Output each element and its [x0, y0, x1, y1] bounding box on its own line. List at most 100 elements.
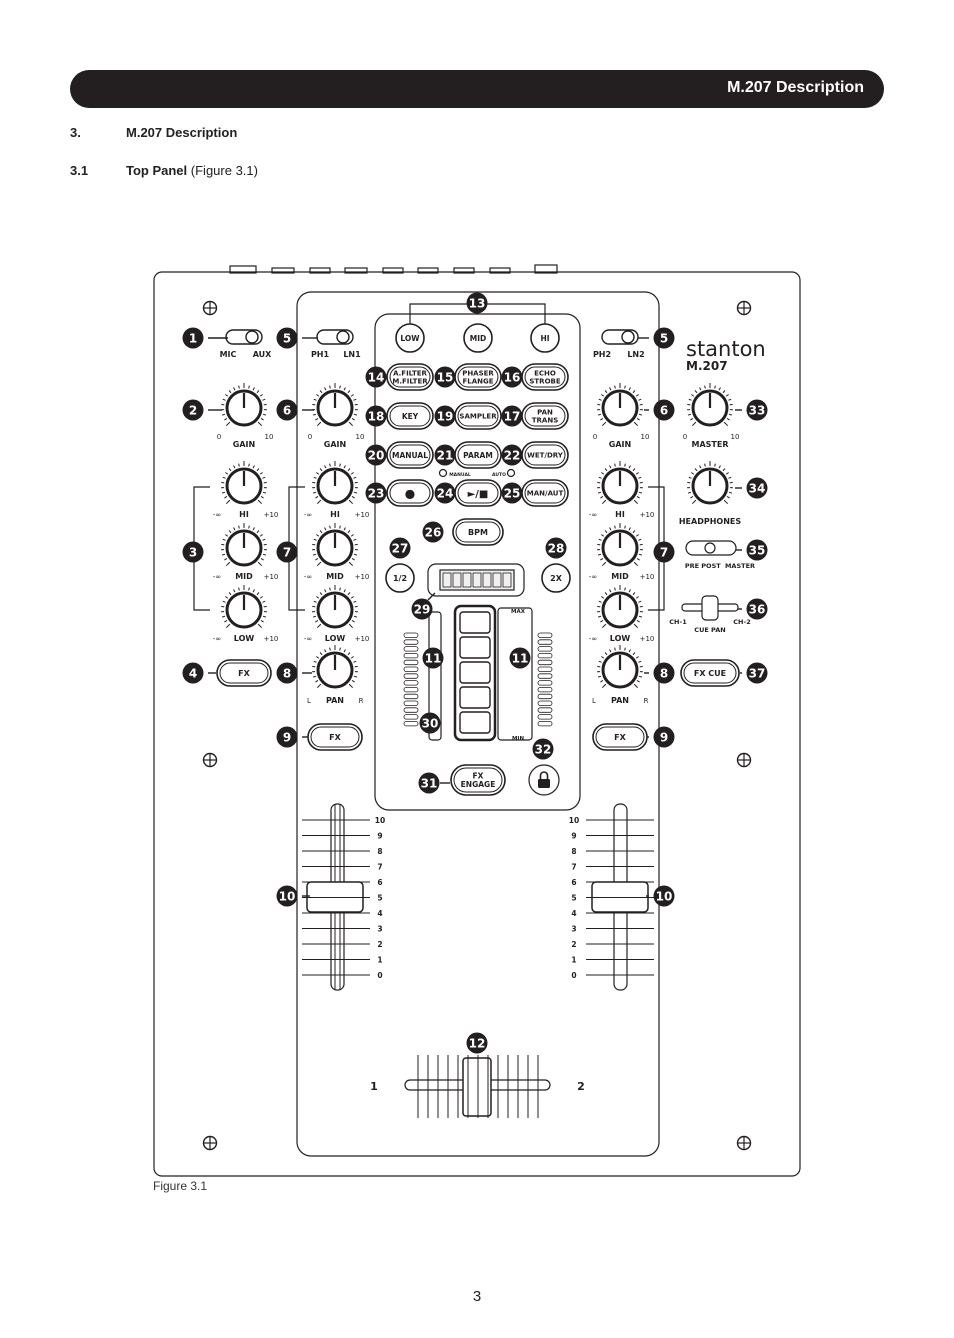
knob-tick — [699, 387, 702, 391]
pan-knob[interactable] — [312, 645, 358, 689]
gain-knob[interactable] — [312, 383, 358, 427]
knob-tick — [260, 496, 264, 499]
low-knob[interactable] — [312, 585, 358, 629]
hi-knob[interactable] — [312, 461, 358, 505]
meter-led-right — [537, 714, 553, 720]
label-plus-ten: +10 — [264, 635, 279, 643]
strip-pad[interactable] — [459, 636, 491, 659]
touch-strip[interactable] — [453, 604, 497, 742]
hi-knob[interactable] — [221, 461, 267, 505]
toggle-mic-aux[interactable] — [225, 329, 263, 345]
knob-tick — [604, 592, 608, 596]
knob-tick — [601, 421, 607, 427]
knob-tick — [348, 623, 354, 629]
record-button[interactable]: ● — [386, 479, 434, 507]
bpm-button[interactable]: BPM — [452, 518, 504, 546]
label-plus-ten: +10 — [640, 635, 655, 643]
master-knob[interactable] — [687, 383, 733, 427]
meter-led-left — [403, 666, 419, 672]
mid-button[interactable]: MID — [463, 323, 493, 353]
hi-button[interactable]: HI — [530, 323, 560, 353]
man-aut-button[interactable]: MAN/AUT — [521, 479, 569, 507]
manual-button[interactable]: MANUAL — [386, 441, 434, 469]
knob-tick — [319, 468, 323, 472]
meter-led-left — [403, 673, 419, 679]
fx-button-ch2[interactable]: FX — [592, 723, 648, 751]
param-button[interactable]: PARAM — [454, 441, 502, 469]
knob-tick — [222, 600, 226, 603]
fader-scale-label-ch2: 0 — [571, 971, 576, 980]
callout-number: 19 — [437, 410, 454, 424]
switch-pre-post-master[interactable] — [685, 540, 737, 556]
knob-tick — [638, 553, 643, 556]
callout-number: 13 — [469, 297, 486, 311]
low-knob[interactable] — [597, 585, 643, 629]
knob-tick — [600, 620, 604, 623]
knob-tick — [353, 660, 357, 663]
fader-scale-label-ch1: 4 — [377, 909, 382, 918]
meter-led-left — [403, 700, 419, 706]
double-button[interactable]: 2X — [541, 563, 571, 593]
low-button[interactable]: LOW — [395, 323, 425, 353]
knob-tick — [347, 592, 351, 596]
gain-knob[interactable] — [597, 383, 643, 427]
headphones-knob[interactable] — [687, 461, 733, 505]
callout-number: 28 — [548, 542, 565, 556]
label-plus-ten: +10 — [355, 511, 370, 519]
knob-tick — [601, 561, 607, 567]
fader-scale-label-ch1: 9 — [377, 832, 382, 841]
knob-tick — [315, 418, 319, 421]
half-button[interactable]: 1/2 — [385, 563, 415, 593]
button-label: FX — [614, 733, 626, 742]
fx-button-mic[interactable]: FX — [216, 659, 272, 687]
mid-knob[interactable] — [221, 523, 267, 567]
strip-pad[interactable] — [459, 711, 491, 734]
strip-pad[interactable] — [459, 611, 491, 634]
low-knob[interactable] — [221, 585, 267, 629]
pan-knob[interactable] — [597, 645, 643, 689]
label-plus-ten: +10 — [640, 573, 655, 581]
knob-tick — [324, 589, 327, 593]
cue-pan-knob[interactable] — [701, 595, 719, 621]
fx-cue-button[interactable]: FX CUE — [680, 659, 740, 687]
strip-pad[interactable] — [459, 686, 491, 709]
callout-number: 4 — [189, 667, 197, 681]
key-button[interactable]: KEY — [386, 402, 434, 430]
knob-tick — [598, 398, 602, 401]
knob-tick — [691, 421, 697, 427]
label-gain: GAIN — [324, 440, 346, 449]
callout-number: 22 — [504, 449, 521, 463]
mid-knob[interactable] — [597, 523, 643, 567]
callout-badge — [545, 537, 567, 559]
meter-led-right — [537, 687, 553, 693]
fader-scale-label-ch1: 5 — [377, 894, 382, 903]
sampler-button[interactable]: SAMPLER — [454, 402, 502, 430]
knob-tick — [225, 623, 231, 629]
callout-37: 37 — [746, 662, 768, 684]
toggle-ph2-ln2[interactable] — [601, 329, 639, 345]
hi-knob[interactable] — [597, 461, 643, 505]
lock-button[interactable] — [528, 764, 560, 796]
fader-scale-label-ch2: 8 — [571, 847, 576, 856]
gain-knob[interactable] — [221, 383, 267, 427]
meter-frame-left — [428, 611, 442, 741]
wet-dry-button[interactable]: WET/DRY — [521, 441, 569, 469]
strip-pad[interactable] — [459, 661, 491, 684]
label-pan: PAN — [611, 696, 629, 705]
crossfader-knob[interactable] — [462, 1057, 492, 1117]
mid-knob[interactable] — [312, 523, 358, 567]
button-frame — [450, 764, 506, 796]
fx-button-ch1[interactable]: FX — [307, 723, 363, 751]
bpm-display — [439, 569, 515, 591]
play-stop-button[interactable]: ►/■ — [454, 479, 502, 507]
knob-tick — [257, 499, 263, 505]
toggle-ph1-ln1[interactable] — [316, 329, 354, 345]
meter-led-left — [403, 653, 419, 659]
label-ch1: CH-1 — [669, 618, 687, 626]
knob-tick — [316, 472, 320, 475]
